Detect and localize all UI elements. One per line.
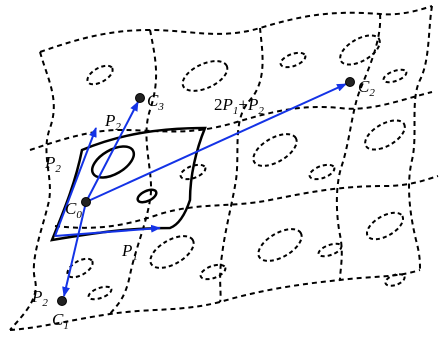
unit-cell [50, 126, 207, 242]
lattice-line-h1 [39, 5, 433, 53]
label-c3: C3 [147, 91, 164, 113]
label-c0: C0 [65, 199, 82, 221]
cell-ellipse [382, 68, 408, 84]
cell-ellipse [252, 133, 298, 167]
cell-ellipse [87, 285, 113, 301]
label-p1: P1 [121, 241, 138, 263]
point-c3 [135, 93, 145, 103]
cell-ellipse [384, 273, 406, 287]
unit-cell-ellipse-small [136, 188, 158, 204]
cell-ellipse [365, 211, 405, 241]
label-p2-left: P2 [44, 153, 61, 175]
point-c1 [57, 296, 67, 306]
label-c1: C1 [52, 310, 69, 332]
vector-p2-to-c3 [85, 101, 139, 203]
lattice-line-s5 [408, 5, 433, 271]
vectors [54, 83, 347, 297]
cell-ellipse [199, 263, 227, 281]
label-p2-center: P2 [104, 111, 121, 133]
cell-ellipse [149, 235, 195, 269]
vector-2p1-plus-p2 [85, 83, 347, 203]
lattice-line-h3 [54, 175, 439, 229]
unit-cell-ellipse-large [90, 145, 136, 179]
lattice-line-s1 [9, 51, 55, 331]
lattice-line-s3 [219, 27, 264, 303]
lattice-line-s2 [109, 29, 158, 315]
point-c2 [345, 77, 355, 87]
cell-ellipse [66, 257, 94, 279]
unit-cell-boundary [50, 126, 207, 242]
vector-p1 [54, 224, 161, 237]
label-c2: C2 [358, 77, 375, 99]
cell-ellipse [364, 119, 406, 151]
lattice-points [57, 77, 355, 306]
vector-p2-left [54, 127, 97, 237]
cell-ellipse [179, 163, 207, 181]
label-2p1-plus-p2: 2P1+P2 [214, 95, 264, 117]
lattice-horizontal-lines [9, 5, 439, 331]
point-c0 [81, 197, 91, 207]
lattice-slanted-lines [9, 5, 433, 331]
cell-ellipse [181, 60, 229, 92]
cell-ellipses [66, 34, 408, 301]
cell-ellipse [86, 64, 114, 86]
lattice-line-h4 [9, 269, 421, 331]
cell-ellipse [339, 34, 381, 66]
cell-ellipse [257, 228, 303, 262]
label-p2-down: P2 [31, 287, 48, 309]
cell-ellipse [317, 242, 343, 258]
cell-ellipse [308, 163, 336, 181]
cell-ellipse [279, 51, 307, 69]
vector-minus-p2-to-c1 [62, 201, 87, 297]
lattice-line-s4 [335, 13, 382, 281]
